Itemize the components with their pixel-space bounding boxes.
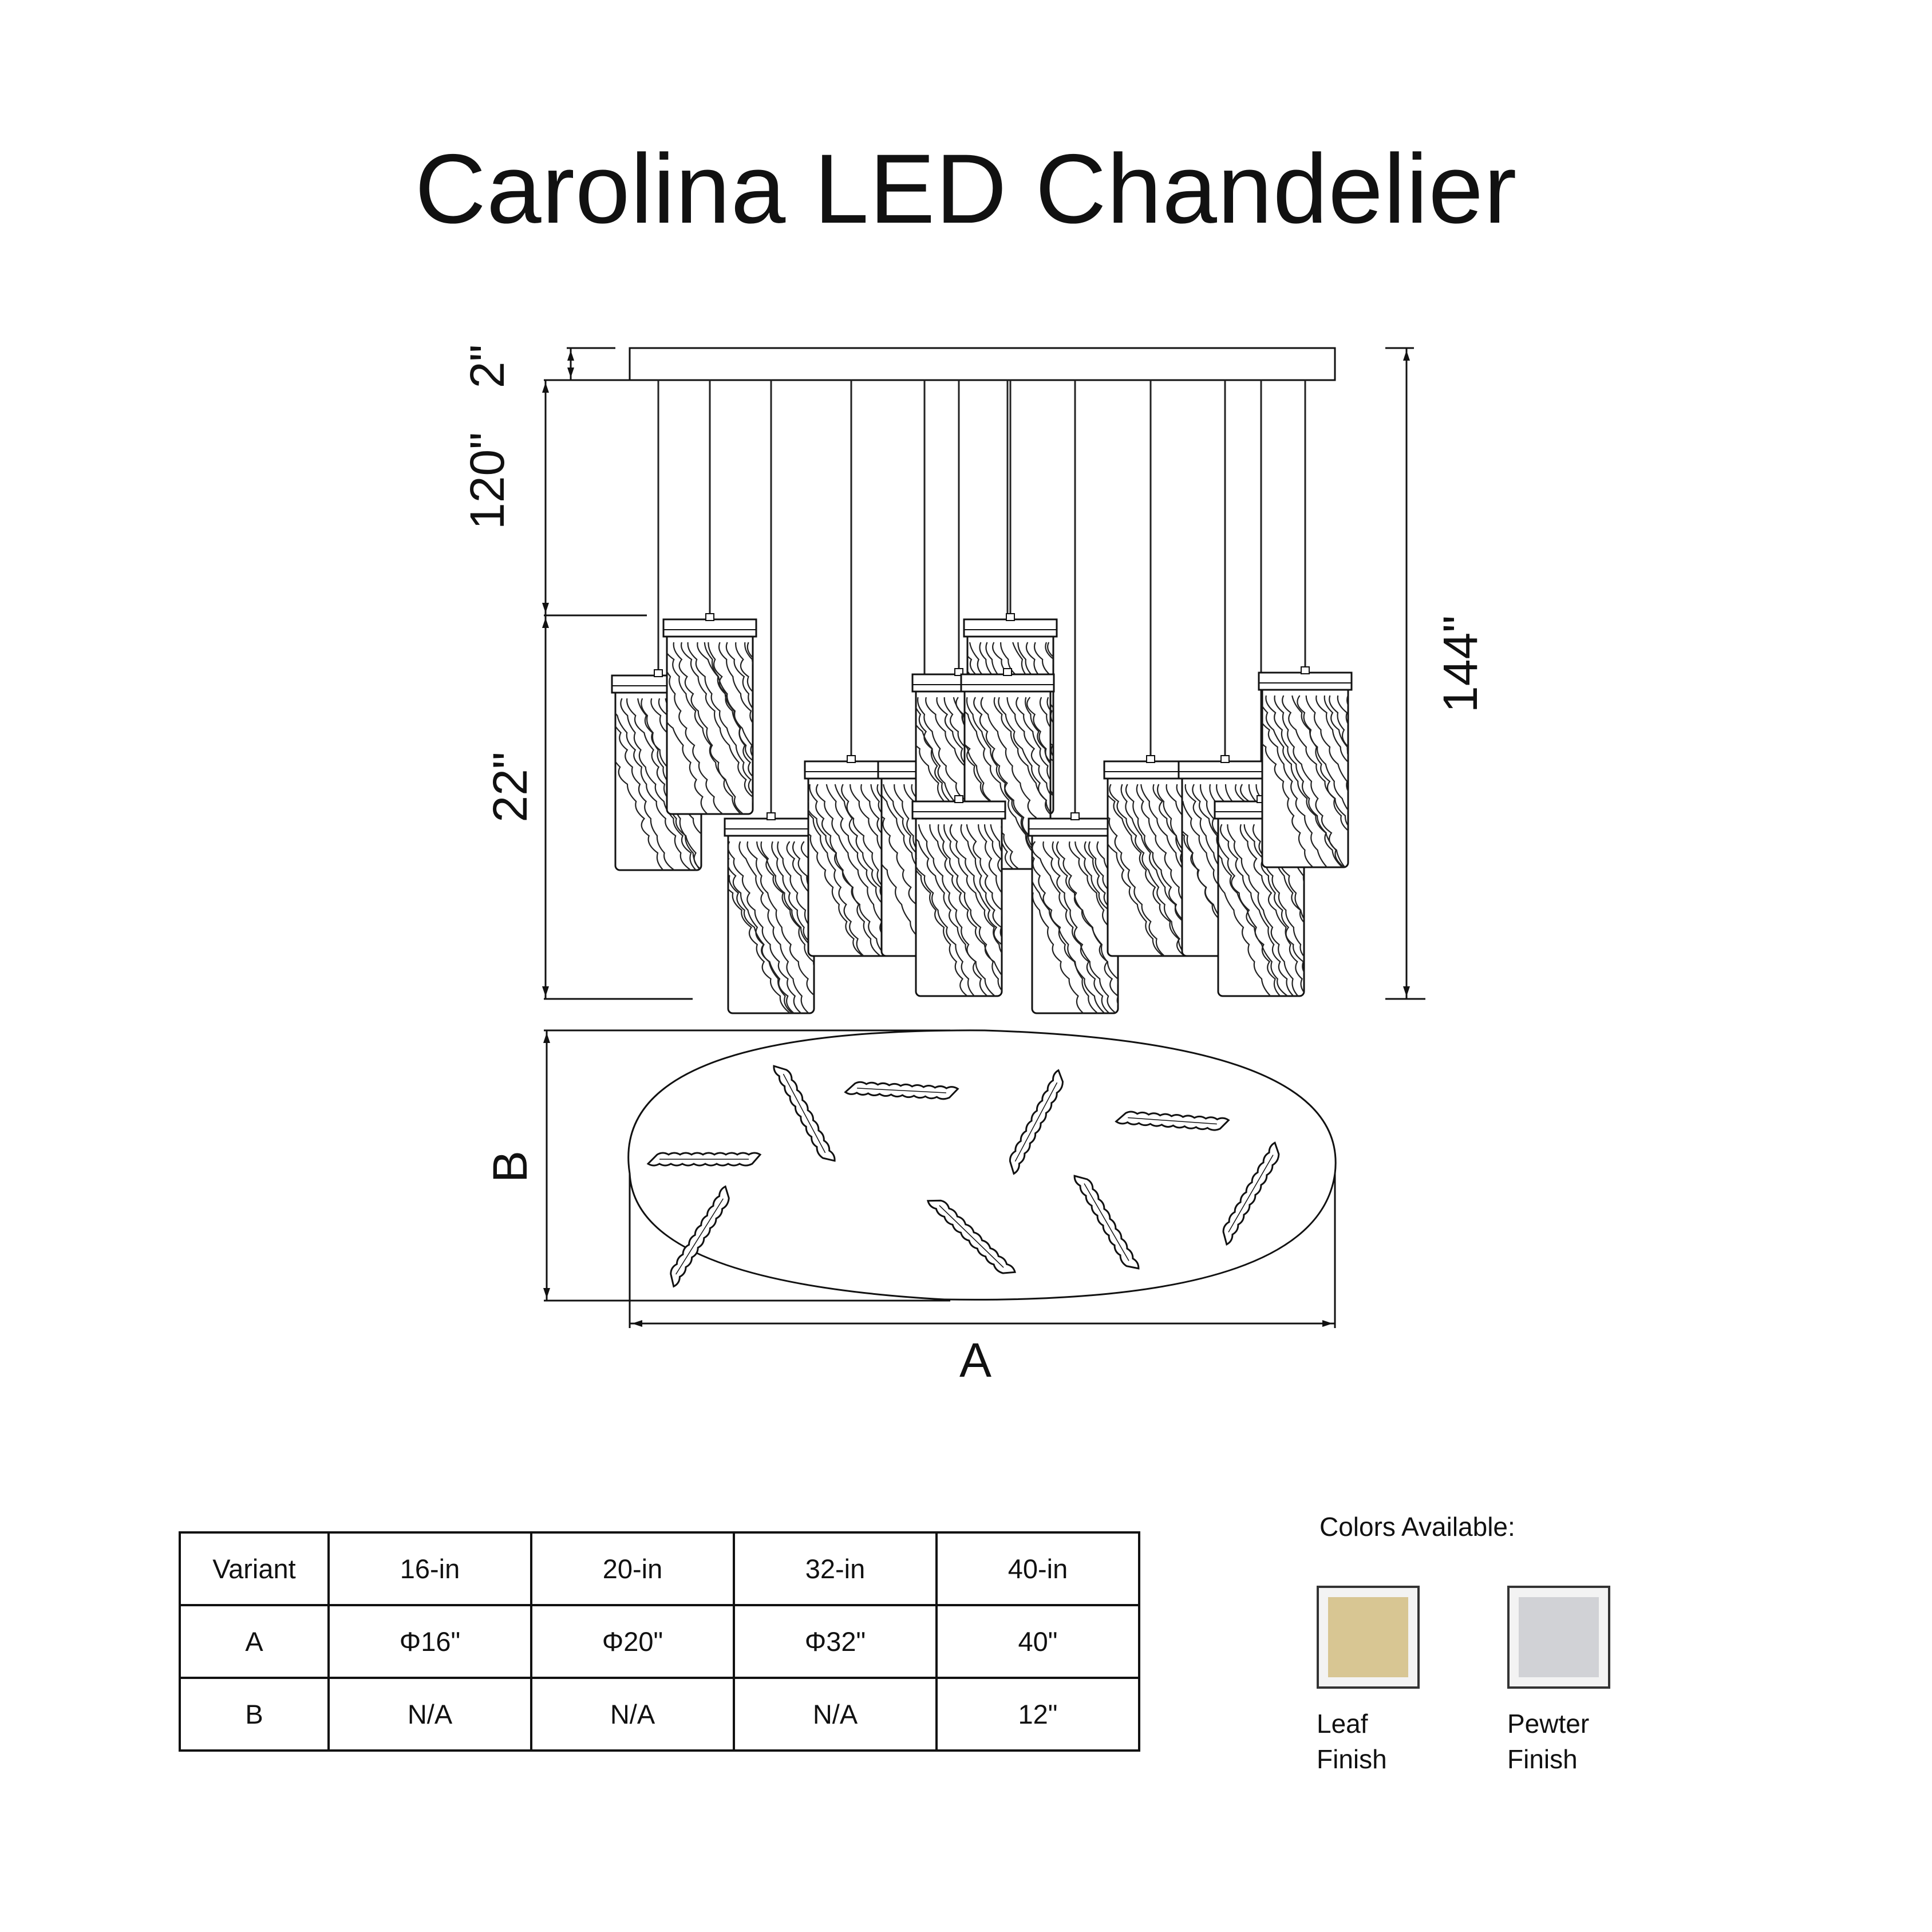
pendant-shade [1258, 666, 1353, 868]
table-cell: 12" [935, 1677, 1140, 1752]
pewter-finish-swatch[interactable] [1507, 1586, 1610, 1689]
canopy-height-label: 2" [460, 345, 514, 389]
table-cell: N/A [733, 1677, 938, 1752]
pewter-finish-color [1519, 1597, 1599, 1677]
pendant-shades [611, 613, 1353, 1014]
top-view-pendant-bar [1073, 1175, 1140, 1270]
table-header-cell: 40-in [935, 1531, 1140, 1606]
leaf-finish-swatch[interactable] [1317, 1586, 1420, 1689]
spec-table: Variant 16-in 20-in 32-in 40-in A Φ16" Φ… [179, 1531, 1140, 1752]
top-view-pendant-bar [670, 1185, 730, 1288]
page-title: Carolina LED Chandelier [414, 134, 1518, 244]
depth-b-label: B [483, 1151, 537, 1183]
cable-length-label: 120" [460, 432, 514, 530]
table-header-cell: 32-in [733, 1531, 938, 1606]
top-view-pendant-bar [844, 1081, 959, 1100]
top-view-pendant-bar [646, 1152, 762, 1167]
pendant-shade [662, 613, 757, 815]
table-header-cell: Variant [179, 1531, 330, 1606]
pendant-cables [657, 380, 1306, 814]
overall-height-label: 144" [1433, 615, 1487, 713]
top-view-pendant-bar [926, 1199, 1016, 1274]
pewter-finish-label: Pewter Finish [1507, 1709, 1590, 1774]
dimension-arrows [542, 350, 1410, 1327]
pendant-shade [1028, 812, 1123, 1014]
table-row: B N/A N/A N/A 12" [179, 1677, 1140, 1752]
table-cell: B [179, 1677, 330, 1752]
pendant-height-label: 22" [483, 752, 537, 822]
table-cell: Φ16" [327, 1604, 532, 1679]
colors-heading: Colors Available: [1319, 1512, 1515, 1542]
leaf-finish-label: Leaf Finish [1317, 1709, 1387, 1774]
canopy-top-view [627, 1029, 1337, 1301]
table-header-cell: 20-in [530, 1531, 735, 1606]
table-header-row: Variant 16-in 20-in 32-in 40-in [179, 1531, 1140, 1606]
table-header-cell: 16-in [327, 1531, 532, 1606]
table-cell: Φ20" [530, 1604, 735, 1679]
table-cell: N/A [327, 1677, 532, 1752]
top-view-pendant-bar [1009, 1069, 1064, 1175]
top-view-pendants [646, 1065, 1280, 1288]
table-cell: A [179, 1604, 330, 1679]
top-view-pendant-bar [1222, 1141, 1280, 1246]
table-cell: N/A [530, 1677, 735, 1752]
top-view-pendant-bar [773, 1065, 836, 1162]
width-a-label: A [959, 1333, 991, 1387]
dimension-lines [544, 347, 1425, 1328]
pendant-shade [911, 795, 1006, 997]
table-cell: 40" [935, 1604, 1140, 1679]
table-cell: Φ32" [733, 1604, 938, 1679]
canopy [629, 347, 1336, 381]
table-row: A Φ16" Φ20" Φ32" 40" [179, 1604, 1140, 1679]
leaf-finish-color [1328, 1597, 1408, 1677]
top-view-pendant-bar [1115, 1111, 1230, 1131]
